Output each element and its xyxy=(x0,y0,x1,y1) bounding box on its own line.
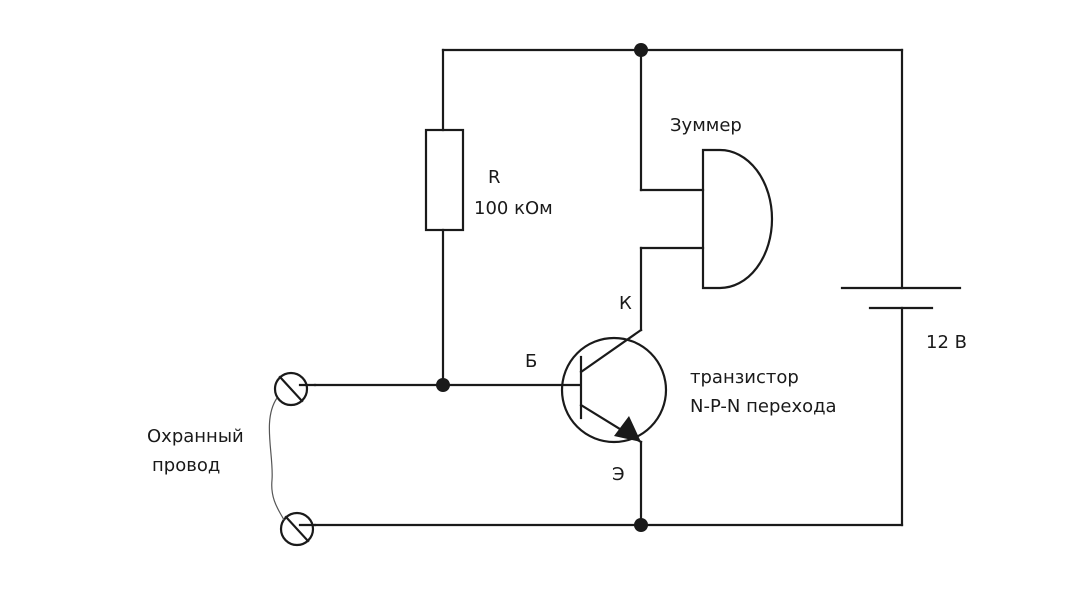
guard-wire-label-line1: Охранный xyxy=(147,426,244,447)
resistor-symbol xyxy=(424,128,465,232)
battery-voltage-label: 12 В xyxy=(926,332,967,353)
emitter-arrow xyxy=(614,416,641,442)
junction-bottom xyxy=(634,518,648,532)
guard-wire xyxy=(268,397,285,521)
terminal-bottom xyxy=(279,511,315,547)
transistor-label-line1: транзистор xyxy=(690,367,799,388)
terminal-top xyxy=(273,371,309,407)
transistor-collector-lead xyxy=(579,328,643,374)
terminal-top-slot xyxy=(278,375,304,403)
terminal-bottom-slot xyxy=(284,515,310,543)
buzzer-symbol xyxy=(701,148,774,290)
resistor-value: 100 кОм xyxy=(474,198,553,219)
buzzer-label: Зуммер xyxy=(670,115,742,136)
junction-base xyxy=(436,378,450,392)
collector-label: К xyxy=(619,293,632,314)
emitter-label: Э xyxy=(612,464,625,485)
resistor-name: R xyxy=(488,167,501,188)
junction-top xyxy=(634,43,648,57)
base-label: Б xyxy=(525,351,537,372)
transistor-label-line2: N-P-N перехода xyxy=(690,396,837,417)
transistor-body xyxy=(560,336,668,444)
guard-wire-label-line2: провод xyxy=(152,455,220,476)
